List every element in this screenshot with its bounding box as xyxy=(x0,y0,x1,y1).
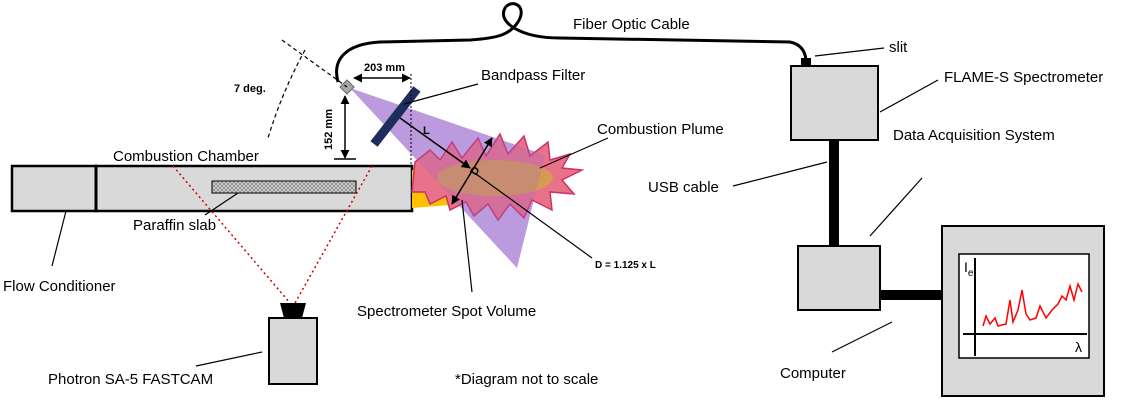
dim-152-label: 152 mm xyxy=(323,109,335,150)
slit xyxy=(801,58,811,66)
intensity-axis-label: Ie xyxy=(964,259,974,279)
camera-lens xyxy=(280,303,306,318)
camera-sight-right xyxy=(294,165,373,304)
formula-leader xyxy=(475,173,593,259)
usb-cable xyxy=(829,140,839,246)
spectrometer-label: FLAME-S Spectrometer xyxy=(944,69,1103,86)
daq-leader xyxy=(869,177,923,237)
computer-leader xyxy=(831,321,893,353)
spectrometer-leader xyxy=(879,79,939,113)
daq-label: Data Acquisition System xyxy=(893,127,1055,144)
angle-reference-line xyxy=(281,39,348,88)
length-l-label: L xyxy=(423,125,430,137)
spectrometer-box xyxy=(790,65,879,141)
camera-label: Photron SA-5 FASTCAM xyxy=(48,371,213,388)
wavelength-axis-label: λ xyxy=(1075,339,1082,355)
paraffin-label: Paraffin slab xyxy=(133,217,216,234)
flow-label: Flow Conditioner xyxy=(3,278,116,295)
daq-to-computer-cable xyxy=(880,290,942,300)
slit-label: slit xyxy=(889,39,908,56)
usb-leader xyxy=(732,161,828,187)
bandpass-leader xyxy=(403,83,479,105)
flow-leader xyxy=(51,210,67,267)
angle-arc xyxy=(267,49,306,139)
formula-label: D = 1.125 x L xyxy=(595,260,656,271)
slit-leader xyxy=(814,47,885,57)
spot-label: Spectrometer Spot Volume xyxy=(357,303,536,320)
plume-label: Combustion Plume xyxy=(597,121,724,138)
note-label: *Diagram not to scale xyxy=(455,371,598,388)
fiber-label: Fiber Optic Cable xyxy=(573,16,690,33)
diameter-d-line xyxy=(451,137,493,205)
camera-leader xyxy=(195,351,263,367)
plume-leader xyxy=(539,137,609,169)
paraffin-leader xyxy=(204,192,239,216)
paraffin-slab xyxy=(211,180,357,194)
camera-body xyxy=(268,317,318,385)
angle-label: 7 deg. xyxy=(234,83,266,95)
chamber-label: Combustion Chamber xyxy=(113,148,259,165)
dim-203-label: 203 mm xyxy=(364,62,405,74)
view-cone-overlay xyxy=(350,88,545,268)
daq-box xyxy=(797,245,881,311)
usb-label: USB cable xyxy=(648,179,719,196)
camera-sight-left xyxy=(172,165,291,304)
fiber-optic-cable xyxy=(335,2,808,83)
bandpass-label: Bandpass Filter xyxy=(481,67,585,84)
flow-conditioner-box xyxy=(10,164,98,213)
bandpass-filter xyxy=(370,86,421,147)
spectrum-trace xyxy=(982,281,1083,327)
spot-leader xyxy=(461,199,473,293)
computer-label: Computer xyxy=(780,365,846,382)
